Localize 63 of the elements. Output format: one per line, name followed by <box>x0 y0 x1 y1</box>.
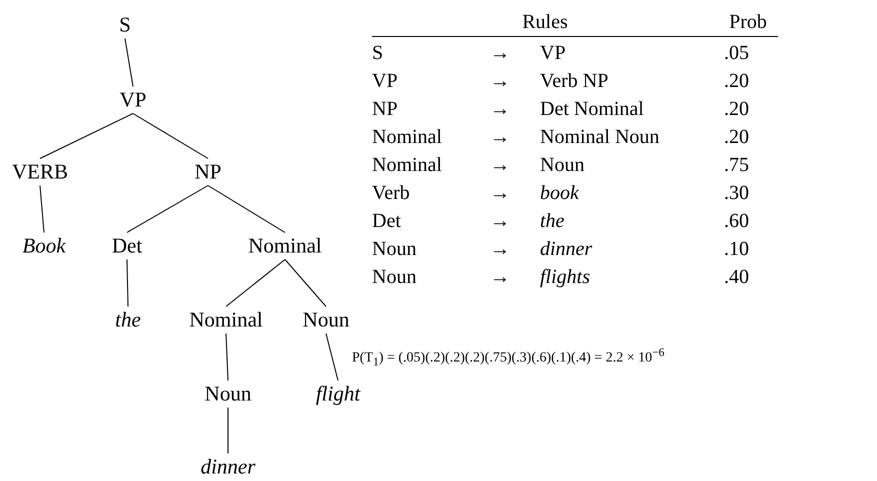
probability: .20 <box>723 125 749 150</box>
leaf-word: Book <box>22 236 66 256</box>
rule-rhs: flights <box>540 265 590 290</box>
rule-arrow: → <box>490 153 510 178</box>
rule-rhs: dinner <box>540 237 592 262</box>
tree-label: NP <box>194 162 222 182</box>
column-header: Rules <box>522 11 568 33</box>
rule-arrow: → <box>490 181 510 206</box>
tree-branch <box>208 185 286 233</box>
rule-arrow: → <box>490 97 510 122</box>
tree-label: VP <box>120 90 146 110</box>
rule-arrow: → <box>490 69 510 94</box>
tree-branch <box>40 185 44 233</box>
rule-lhs: Verb <box>372 181 410 206</box>
probability: .10 <box>723 237 749 262</box>
rule-arrow: → <box>490 265 510 290</box>
probability: .20 <box>723 97 749 122</box>
tree-branch <box>132 113 208 159</box>
rule-rhs: Nominal Noun <box>540 125 660 150</box>
probability: .05 <box>723 41 749 66</box>
rule-arrow: → <box>490 41 510 66</box>
tree-branch <box>284 259 326 307</box>
tree-branch <box>124 38 134 87</box>
probability: .30 <box>723 181 749 206</box>
tree-branch <box>226 333 228 381</box>
column-header: Prob <box>729 11 767 33</box>
probability-formula: P(T$_{1}$) = (.05)(.2)(.2)(.2)(.75)(.3)(.6)(.1)(.4) = 2.2 × 10$^{−6}$ <box>352 346 665 368</box>
rule-lhs: VP <box>372 69 398 94</box>
leaf-word: flight <box>316 384 360 404</box>
rule-rhs: the <box>540 209 564 234</box>
leaf-word: the <box>115 310 141 330</box>
tree-branch <box>226 259 286 307</box>
tree-branch <box>126 259 128 307</box>
tree-label: Nominal <box>248 236 322 256</box>
leaf-word: dinner <box>200 456 256 478</box>
probability: .20 <box>723 69 749 94</box>
probability: .75 <box>723 153 749 178</box>
rule-arrow: → <box>490 237 510 262</box>
rule-arrow: → <box>490 209 510 234</box>
rule-rhs: Noun <box>540 153 584 178</box>
rule-arrow: → <box>490 125 510 150</box>
rule-lhs: S <box>372 41 384 66</box>
rule-lhs: Noun <box>372 237 416 262</box>
tree-label: S <box>119 14 131 36</box>
tree-branch <box>126 185 208 233</box>
tree-branch <box>326 333 338 381</box>
tree-label: Det <box>112 236 142 256</box>
rule-lhs: Det <box>372 209 401 234</box>
rule-rhs: book <box>540 181 579 206</box>
probability: .40 <box>723 265 749 290</box>
tree-label: Nominal <box>189 310 263 330</box>
rule-lhs: NP <box>372 97 398 122</box>
rule-lhs: Nominal <box>372 125 442 150</box>
tree-label: Noun <box>302 310 350 330</box>
tree-label: VERB <box>12 162 68 182</box>
rule-rhs: Det Nominal <box>540 97 644 122</box>
rule-lhs: Nominal <box>372 153 442 178</box>
rule-rhs: VP <box>540 41 566 66</box>
tree-branch <box>40 113 134 159</box>
probability: .60 <box>723 209 749 234</box>
rule-rhs: Verb NP <box>540 69 608 94</box>
rule-lhs: Noun <box>372 265 416 290</box>
tree-label: Noun <box>204 384 252 404</box>
